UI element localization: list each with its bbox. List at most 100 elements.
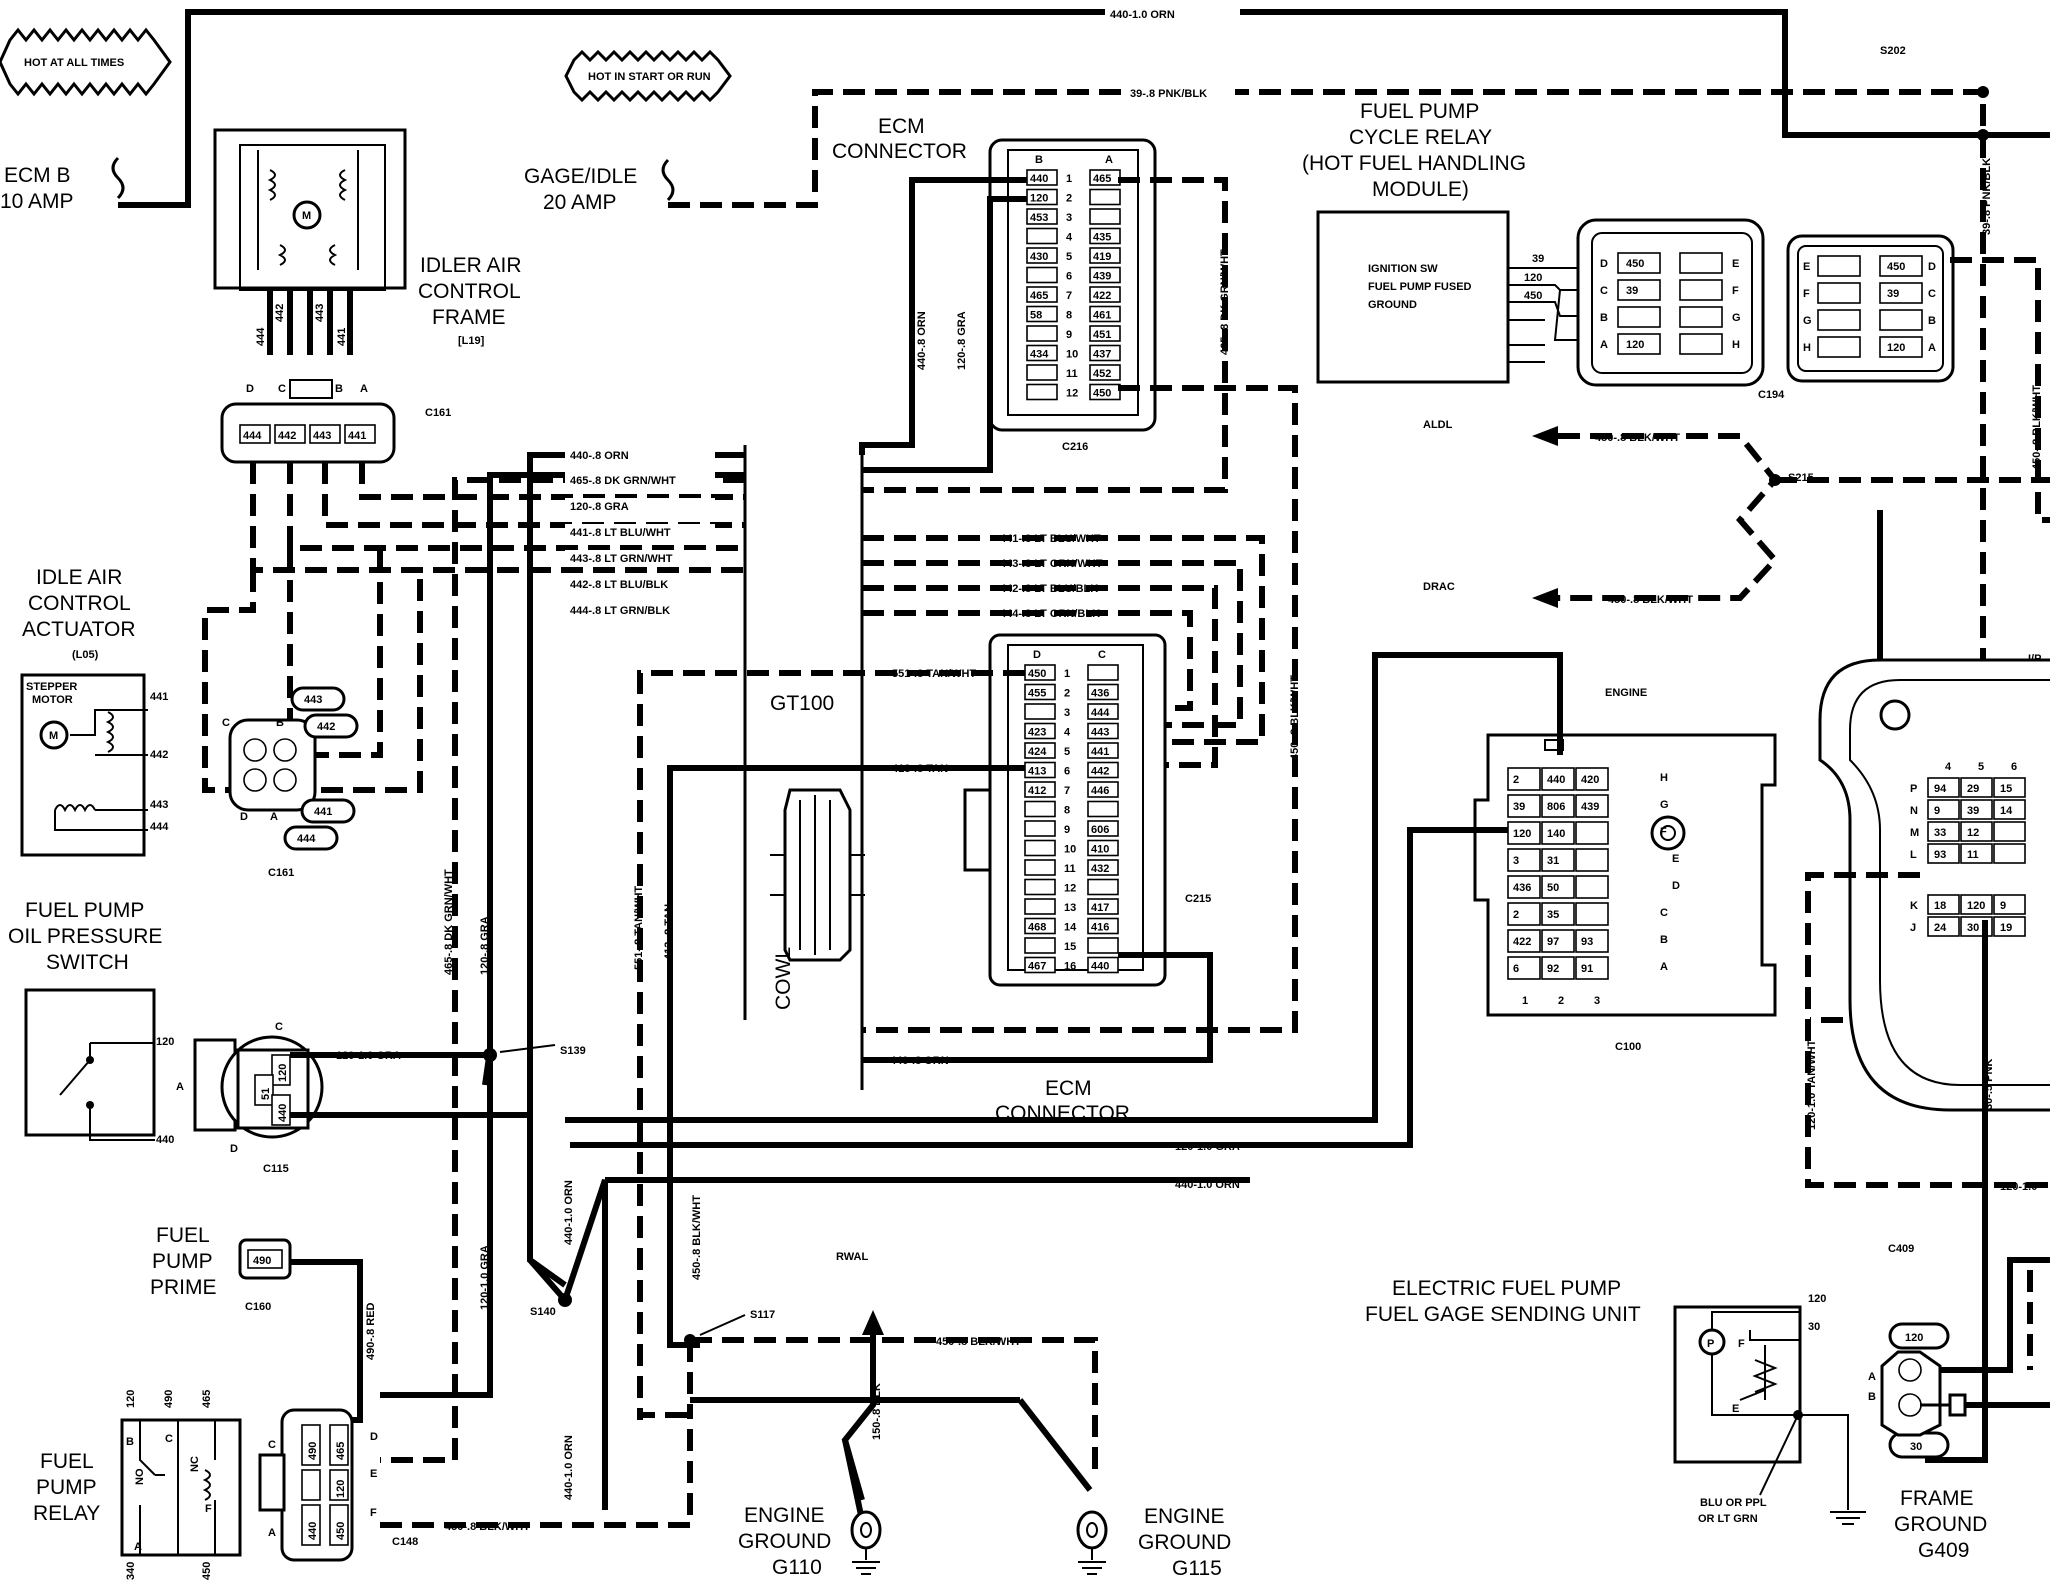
wire-120-right-label: 120-1.0 (2000, 1181, 2037, 1193)
c216-b-value: 465 (1030, 290, 1048, 302)
c216-cav-a (1089, 227, 1121, 245)
fuel-pump-prime-title-1: FUEL (156, 1224, 210, 1247)
c215-c-value: 432 (1091, 863, 1109, 875)
wire-ground-g110 (842, 1439, 865, 1521)
drac-arrow (1532, 588, 1558, 608)
idler-frame-wires (267, 288, 353, 355)
ip-cavity-value: 29 (1967, 783, 1979, 795)
c194b-right-value: 39 (1887, 288, 1899, 300)
c216-a-value: 465 (1093, 173, 1111, 185)
stepper-motor-box: STEPPER MOTOR M 441 442 443 444 (20, 673, 169, 857)
c215-cav-d (1024, 820, 1056, 837)
wire-450-right-label: 450-.8 BLK/WHT (2031, 385, 2043, 470)
switch-num-120: 120 (156, 1036, 174, 1048)
hot-in-start-run-label: HOT IN START OR RUN (588, 71, 711, 83)
fuel-pump-cycle-relay-title-4: MODULE) (1372, 178, 1469, 201)
ip-cavity-value: 11 (1967, 849, 1979, 861)
c215-cav-c (1087, 956, 1119, 974)
stepper-motor-label-1: STEPPER (26, 681, 77, 693)
c216-cav-b (1026, 266, 1058, 284)
wire-120-s140-down (380, 1055, 493, 1398)
stepper-num-442: 442 (150, 749, 168, 761)
wire-450-c148-label: 450-.8 BLK/WHT (445, 1521, 530, 1533)
c194a-right-letter: F (1732, 285, 1739, 297)
ip-cavity (1993, 799, 2026, 820)
c194b-left-cavity (1817, 255, 1861, 277)
wire-442-to-actuator (287, 548, 383, 758)
c161-cav-443: 443 (313, 430, 331, 442)
c216-b-value: 434 (1030, 349, 1049, 361)
wire-120-c115-label: 120-1.0 GRA (336, 1050, 401, 1062)
wire-443-harness (322, 462, 745, 528)
c194a-left-letter: B (1600, 312, 1608, 324)
stepper-motor-label-2: MOTOR (32, 694, 73, 706)
c100-cavity (1507, 875, 1541, 899)
ip-cavity-value: 18 (1934, 900, 1946, 912)
c100-cavity (1541, 902, 1575, 926)
s202-label: S202 (1880, 45, 1906, 57)
wire-150-blk-label: 150-.8 BLK (871, 1383, 883, 1440)
c216-row-num: 10 (1066, 349, 1078, 361)
ip-cavity (1960, 894, 1993, 915)
wire-450-c216 (862, 385, 1298, 1033)
c100-cavity (1507, 848, 1541, 872)
wire-413-label: 413-.8 TAN (892, 763, 948, 775)
c215-d-value: 423 (1028, 727, 1046, 739)
c215-d-value: 450 (1028, 668, 1046, 680)
pump-letter-f: F (1738, 1338, 1745, 1350)
c100-letter: F (1660, 826, 1667, 838)
relay-bottom-a: A (134, 1541, 142, 1553)
c100-cavity (1541, 875, 1575, 899)
actuator-pin-443: 443 (304, 694, 322, 706)
relay-wire-120: 120 (1524, 272, 1542, 284)
engine-ground-g110-title-2: GROUND (738, 1530, 831, 1553)
relay-side-c: C (165, 1433, 173, 1445)
c115-label: C115 (263, 1163, 289, 1175)
ip-cavity-value: 19 (2000, 922, 2012, 934)
engine-ground-g115-title-2: GROUND (1138, 1531, 1231, 1554)
c161-top-label: C161 (425, 407, 451, 419)
ip-cavity (1927, 916, 1960, 937)
c148-cav-120: 120 (335, 1480, 347, 1498)
c194b-left-letter: E (1803, 261, 1810, 273)
c216-a-value: 450 (1093, 388, 1111, 400)
relay-top-465: 465 (201, 1390, 213, 1408)
c215-col-d-head: D (1033, 649, 1041, 661)
c100-cavity (1575, 929, 1609, 953)
idler-air-control-title-2: CONTROL (418, 280, 521, 303)
c194b-right-letter: C (1928, 288, 1936, 300)
relay-side-f: F (205, 1503, 212, 1515)
ip-column-head: 5 (1978, 761, 1984, 773)
left-harness-wire-label: 440-.8 ORN (570, 450, 629, 462)
c194b-right-value: 450 (1887, 261, 1905, 273)
c215-cav-c (1087, 898, 1119, 915)
c216-row-num: 6 (1066, 271, 1072, 283)
c215-cav-d (1024, 781, 1056, 798)
ip-row-letter: J (1910, 922, 1916, 934)
c215-row-num: 15 (1064, 941, 1076, 953)
gage-idle-fuse-amp: 20 AMP (543, 191, 617, 214)
c215-row-num: 11 (1064, 863, 1076, 875)
left-harness-wire-label: 442-.8 LT BLU/BLK (570, 579, 668, 591)
wire-39-top-label: 39-.8 PNK/BLK (1130, 88, 1207, 100)
c194a-left-letter: D (1600, 258, 1608, 270)
relay-bottom-450: 450 (201, 1562, 213, 1580)
wire-120-ip (1805, 872, 2050, 1188)
c194a-left-cavity (1617, 333, 1661, 355)
c100-cavity-value: 440 (1547, 774, 1565, 786)
c100-cavity (1507, 794, 1541, 818)
c215-d-value: 413 (1028, 766, 1046, 778)
c194a-left-value: 39 (1626, 285, 1638, 297)
idle-air-actuator-code: (L05) (72, 649, 99, 661)
c194b-right-letter: B (1928, 315, 1936, 327)
c194a-left-letter: A (1600, 339, 1608, 351)
ip-cavity (1927, 821, 1960, 842)
actuator-letter-a: A (270, 811, 278, 823)
wire-442-right (862, 585, 1218, 768)
